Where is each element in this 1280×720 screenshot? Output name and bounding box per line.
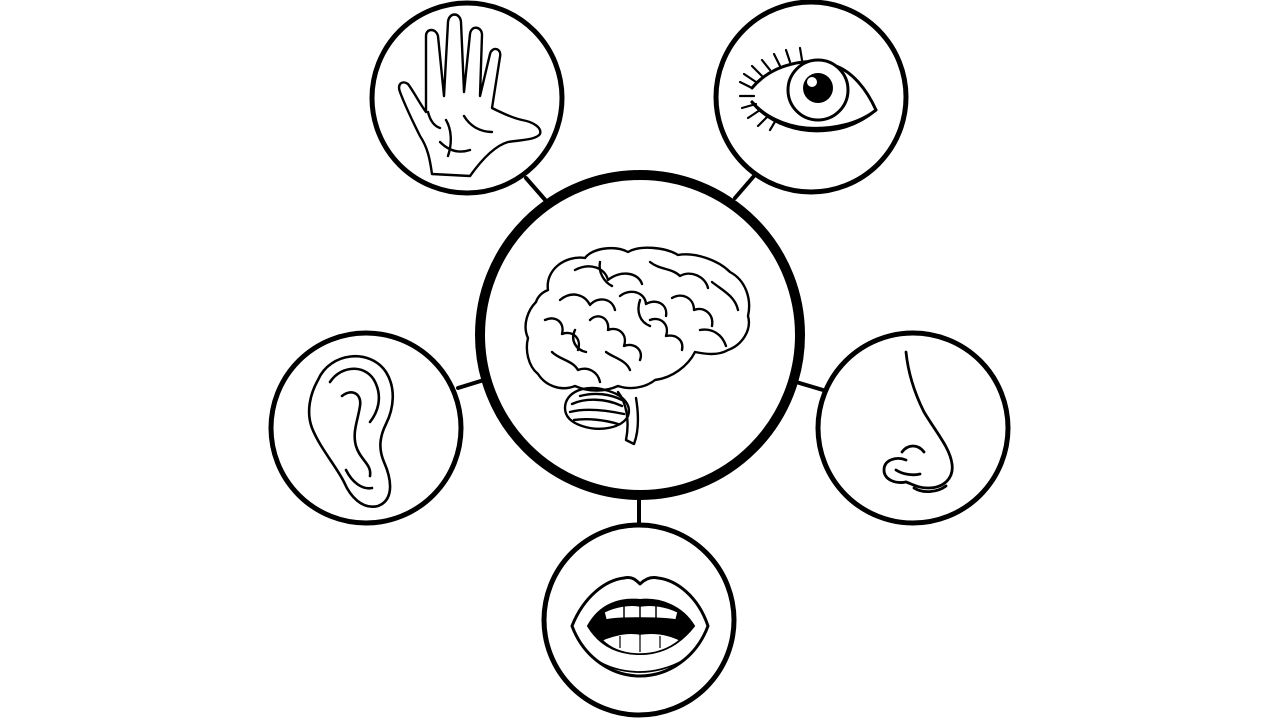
hand-icon bbox=[397, 13, 542, 178]
ear-node bbox=[268, 330, 464, 526]
nose-node bbox=[815, 330, 1011, 526]
brain-node bbox=[475, 170, 805, 500]
connector-eye bbox=[733, 174, 756, 200]
nose-circle bbox=[815, 330, 1011, 526]
eye-node bbox=[713, 0, 909, 195]
ear-icon bbox=[307, 355, 395, 508]
mouth-node bbox=[541, 522, 737, 718]
connector-hand bbox=[524, 176, 549, 204]
connector-nose bbox=[794, 380, 825, 392]
connectors bbox=[456, 174, 825, 526]
hand-node bbox=[369, 0, 565, 196]
brain-circle bbox=[475, 170, 805, 500]
mouth-icon bbox=[570, 576, 710, 678]
brain-icon bbox=[524, 246, 751, 446]
eye-icon bbox=[738, 46, 878, 133]
connector-ear bbox=[456, 378, 486, 390]
nose-icon bbox=[882, 350, 954, 493]
hand-circle bbox=[369, 0, 565, 196]
ear-circle bbox=[268, 330, 464, 526]
